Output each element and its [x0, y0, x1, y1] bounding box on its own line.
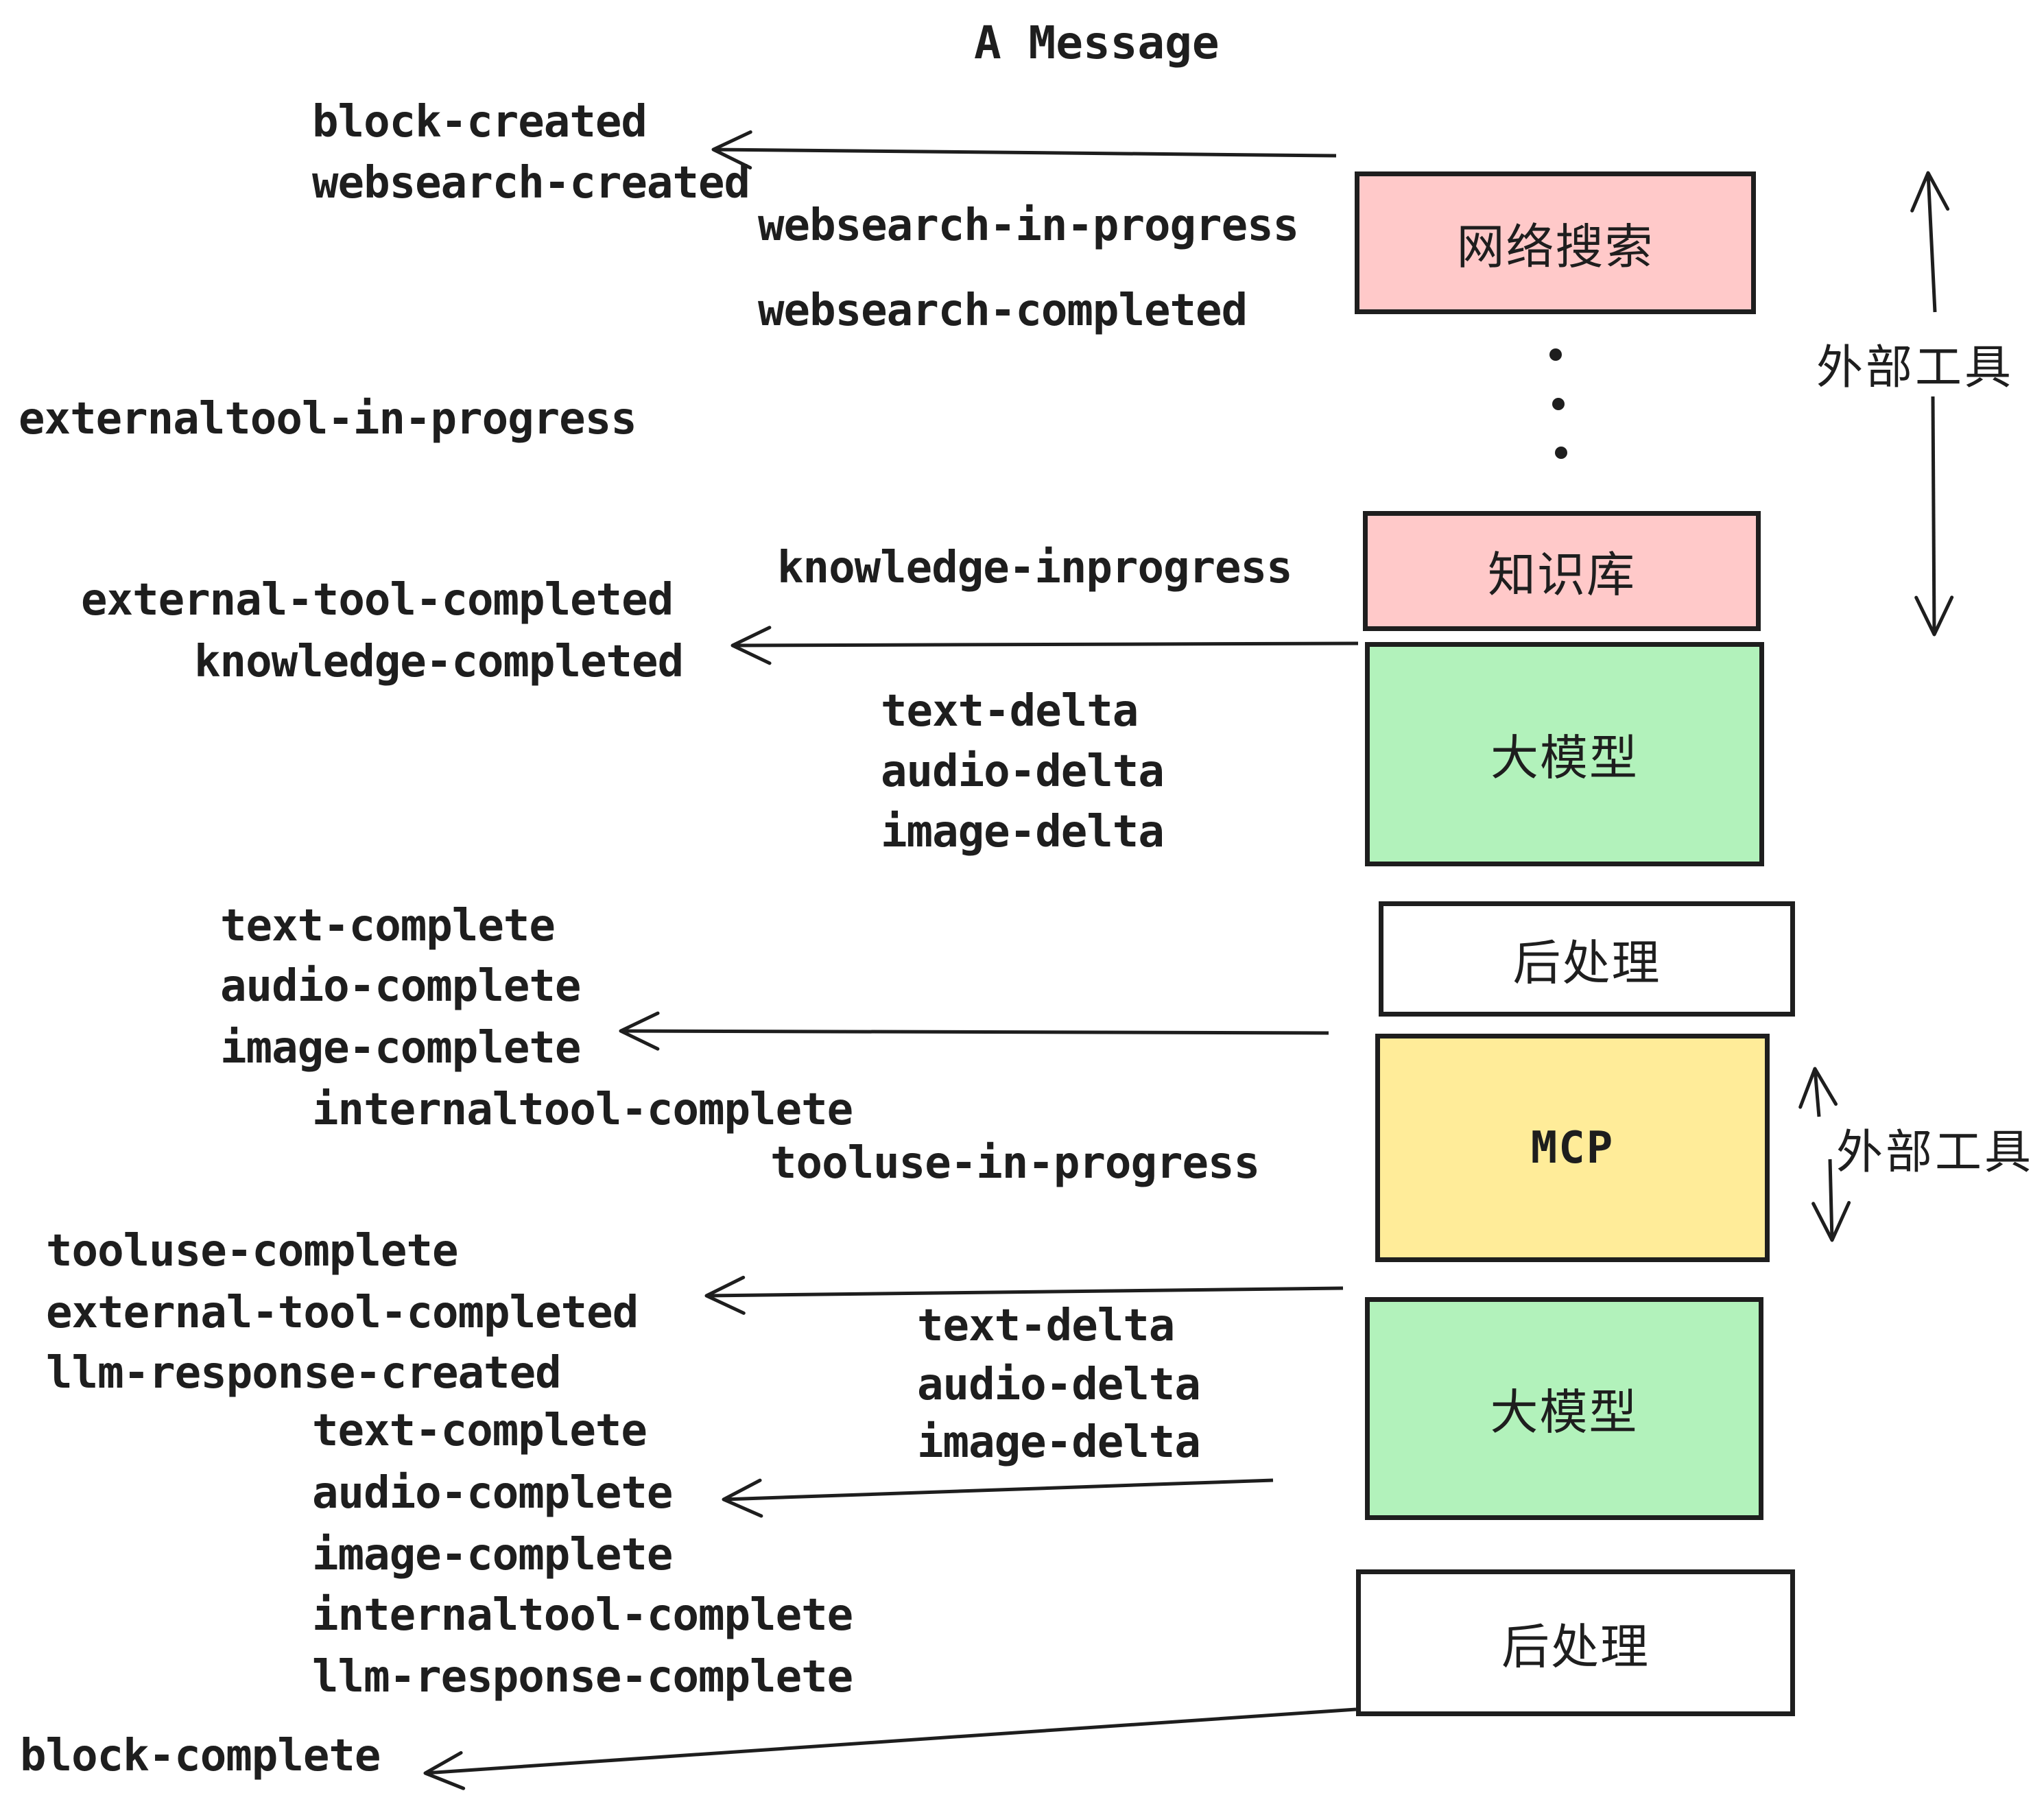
- box-knowledge-label: 知识库: [1488, 548, 1636, 602]
- label-text-delta-1: text-delta: [881, 686, 1139, 737]
- arrow-websearch-created: [711, 130, 1337, 170]
- arrow-knowledge-completed: [730, 626, 1359, 665]
- label-websearch-created: websearch-created: [312, 158, 750, 209]
- label-websearch-in-progress: websearch-in-progress: [758, 200, 1299, 251]
- label-external-tool-completed-1: external-tool-completed: [81, 575, 674, 626]
- arrow-audio-complete: [722, 1478, 1274, 1518]
- label-llm-response-complete: llm-response-complete: [312, 1652, 853, 1702]
- box-postprocess-2-label: 后处理: [1501, 1619, 1650, 1674]
- label-external-tool-completed-2: external-tool-completed: [46, 1287, 639, 1338]
- label-image-complete-2: image-complete: [312, 1530, 673, 1580]
- external-tools-label-2: 外部工具: [1836, 1126, 2034, 1178]
- box-postprocess-1: 后处理: [1379, 901, 1795, 1017]
- box-postprocess-1-label: 后处理: [1512, 936, 1661, 990]
- label-text-delta-2: text-delta: [917, 1301, 1175, 1351]
- box-llm-1: 大模型: [1365, 642, 1764, 866]
- arrow-block-complete: [423, 1707, 1357, 1790]
- arrow-image-complete: [619, 1011, 1329, 1051]
- double-arrow-external-tools-1: [1910, 171, 1954, 637]
- label-tooluse-complete: tooluse-complete: [46, 1226, 458, 1277]
- label-externaltool-in-progress: externaltool-in-progress: [19, 394, 637, 444]
- diagram-title: A Message: [974, 16, 1220, 69]
- arrow-external-tool-completed: [704, 1275, 1344, 1315]
- double-arrow-external-tools-2: [1798, 1067, 1851, 1242]
- ellipsis-dots: [1549, 348, 1567, 459]
- box-knowledge: 知识库: [1363, 511, 1761, 631]
- label-llm-response-created: llm-response-created: [46, 1348, 562, 1399]
- box-llm-1-label: 大模型: [1490, 731, 1639, 785]
- label-block-created: block-created: [312, 97, 647, 147]
- label-image-delta-1: image-delta: [881, 807, 1165, 857]
- label-image-delta-2: image-delta: [917, 1417, 1201, 1468]
- label-internaltool-complete-1: internaltool-complete: [312, 1084, 853, 1135]
- label-websearch-completed: websearch-completed: [758, 285, 1248, 336]
- label-image-complete-1: image-complete: [220, 1023, 581, 1073]
- label-audio-delta-2: audio-delta: [917, 1360, 1201, 1410]
- box-postprocess-2: 后处理: [1356, 1569, 1795, 1716]
- label-text-complete-1: text-complete: [220, 901, 556, 951]
- label-knowledge-completed: knowledge-completed: [194, 637, 684, 687]
- label-audio-delta-1: audio-delta: [881, 746, 1165, 797]
- box-mcp: MCP: [1375, 1034, 1770, 1262]
- box-websearch-label: 网络搜索: [1456, 219, 1654, 274]
- box-llm-2: 大模型: [1365, 1297, 1763, 1520]
- box-llm-2-label: 大模型: [1490, 1386, 1639, 1439]
- label-knowledge-inprogress: knowledge-inprogress: [777, 543, 1293, 593]
- label-audio-complete-2: audio-complete: [312, 1468, 673, 1519]
- label-text-complete-2: text-complete: [312, 1405, 647, 1456]
- box-websearch: 网络搜索: [1355, 171, 1756, 314]
- label-block-complete: block-complete: [20, 1731, 381, 1781]
- label-internaltool-complete-2: internaltool-complete: [312, 1590, 853, 1641]
- label-audio-complete-1: audio-complete: [220, 961, 581, 1012]
- label-tooluse-in-progress: tooluse-in-progress: [770, 1138, 1260, 1189]
- box-mcp-label: MCP: [1530, 1122, 1615, 1174]
- external-tools-label-1: 外部工具: [1816, 342, 2015, 394]
